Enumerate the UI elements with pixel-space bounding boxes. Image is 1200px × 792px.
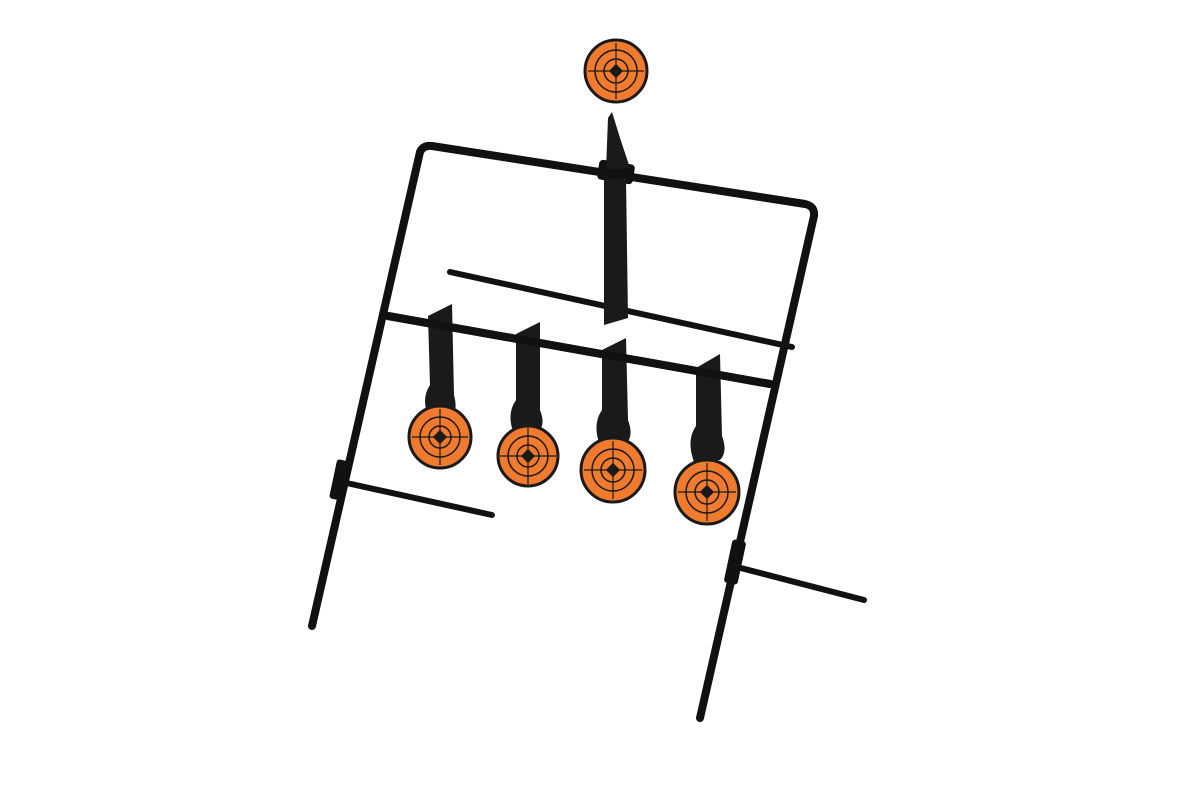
top-blade (604, 178, 628, 325)
paddle-4-target (673, 458, 741, 526)
rear-stake-right (730, 563, 867, 603)
leg-sleeves (329, 459, 746, 585)
top-neck (606, 112, 630, 170)
paddle-3-target (579, 436, 647, 504)
top-target-center (608, 63, 624, 79)
rear-stake-left (339, 479, 495, 518)
left-sleeve (329, 459, 351, 501)
lower-crossbar-front (384, 312, 774, 388)
paddle-2-target (496, 424, 560, 488)
paddle-1 (407, 304, 473, 470)
paddle-2 (496, 322, 560, 488)
top-spinner (583, 38, 649, 325)
right-sleeve (724, 539, 746, 585)
top-target (583, 38, 649, 104)
paddle-4 (673, 354, 741, 526)
paddle-1-target (407, 404, 473, 470)
paddle-3 (579, 338, 647, 504)
